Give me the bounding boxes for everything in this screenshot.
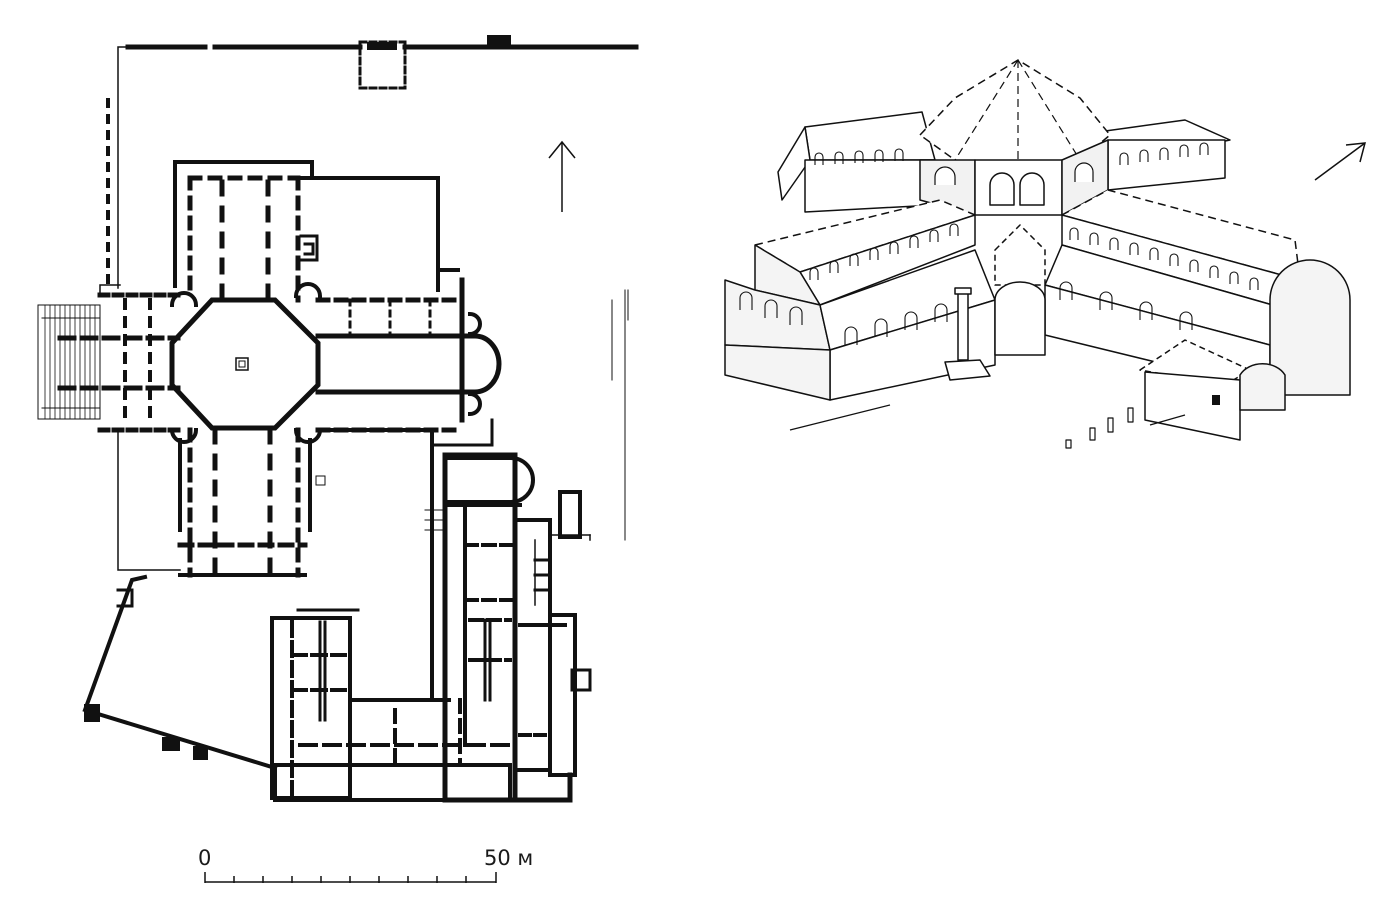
west-arm [37, 284, 183, 433]
south-pavilion [994, 224, 1286, 441]
column-monument [944, 287, 991, 381]
east-fragments [611, 289, 629, 541]
west-court [82, 429, 278, 771]
north-arrow [548, 140, 576, 212]
axonometric-view [724, 59, 1367, 449]
east-arm-3d [1044, 189, 1351, 396]
northeast-arm [1097, 119, 1231, 191]
arcade-windows [739, 142, 1259, 345]
north-enclosure-wall [106, 35, 639, 292]
front-posts [1065, 407, 1134, 449]
north-arm [173, 160, 460, 303]
ground-plan [37, 35, 639, 883]
east-arm [315, 277, 502, 433]
monastic-buildings [270, 418, 592, 803]
scale-bar [204, 872, 497, 883]
northwest-arm [777, 111, 936, 213]
octagonal-tower [919, 59, 1111, 216]
ground-lines [789, 404, 1186, 431]
cloister [296, 428, 454, 702]
scale-end-label: 50 м [484, 846, 534, 870]
central-octagon [169, 282, 323, 444]
direction-arrow [1314, 142, 1367, 181]
south-arm [177, 427, 326, 578]
scale-start-label: 0 [198, 846, 212, 870]
